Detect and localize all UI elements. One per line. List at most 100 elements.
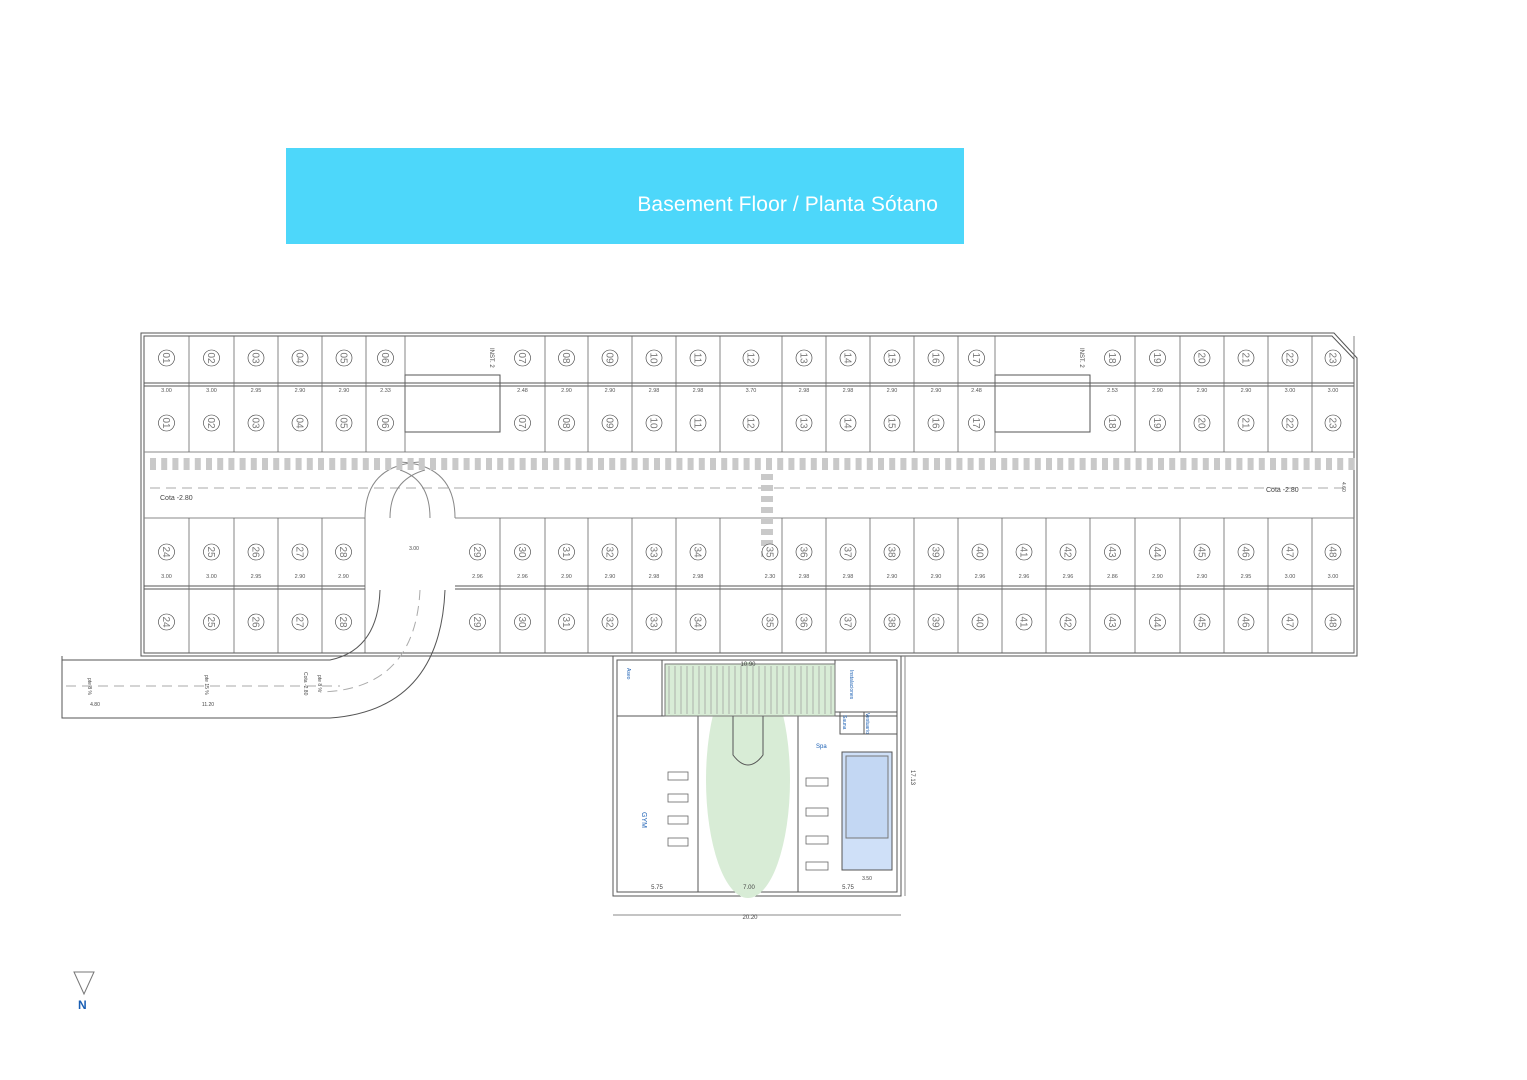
crossing-stripe xyxy=(761,485,773,491)
parking-south-27-label: 27 xyxy=(294,546,305,558)
storage-south-28-label: 28 xyxy=(337,616,348,628)
parking-south-46-label: 46 xyxy=(1240,546,1251,558)
parking-south-31: 31 xyxy=(558,543,575,561)
storage-south-34: 34 xyxy=(689,613,707,631)
hatch-stripe xyxy=(1314,458,1321,470)
hatch-stripe xyxy=(161,458,168,470)
storage-north-21-label: 21 xyxy=(1240,352,1251,364)
dimension-label: 2.86 xyxy=(1107,574,1118,580)
door-swing xyxy=(399,461,456,519)
parking-north-07-label: 07 xyxy=(516,417,527,429)
storage-north-06-label: 06 xyxy=(379,352,390,364)
hatch-stripe xyxy=(519,458,526,470)
storage-south-27-label: 27 xyxy=(294,616,305,628)
storage-south-48-label: 48 xyxy=(1327,616,1338,628)
hatch-stripe xyxy=(1326,458,1332,470)
hatch-stripe xyxy=(698,458,705,470)
hatch-stripe xyxy=(1057,458,1064,470)
parking-south-30-label: 30 xyxy=(516,546,527,558)
dim-pool: 3.50 xyxy=(862,876,872,882)
parking-north-12: 12 xyxy=(742,414,760,432)
gym-machine xyxy=(667,793,689,803)
dimension-label: 2.98 xyxy=(799,388,810,394)
storage-north-20: 20 xyxy=(1193,349,1211,367)
parking-south-40: 40 xyxy=(971,543,989,561)
title-banner: Basement Floor / Planta Sótano xyxy=(286,148,964,244)
parking-south-48-label: 48 xyxy=(1327,546,1338,558)
dimension-label: 2.90 xyxy=(1152,388,1163,394)
parking-south-29: 29 xyxy=(469,543,486,561)
hatch-stripe xyxy=(654,458,660,470)
storage-south-45: 45 xyxy=(1193,613,1211,631)
hatch-stripe xyxy=(172,458,179,470)
hatch-stripe xyxy=(441,458,448,470)
instalaciones-label: Instalaciones xyxy=(848,670,854,700)
storage-south-37-label: 37 xyxy=(842,616,853,628)
hatch-stripe xyxy=(362,458,369,470)
storage-south-43-label: 43 xyxy=(1106,616,1117,628)
hatch-stripe xyxy=(1281,458,1288,470)
hatch-stripe xyxy=(374,458,380,470)
dimension-label: 2.96 xyxy=(472,574,483,580)
storage-south-46: 46 xyxy=(1237,613,1255,631)
dimension-label: 2.95 xyxy=(251,574,262,580)
storage-south-44: 44 xyxy=(1149,613,1166,631)
storage-north-23-label: 23 xyxy=(1327,352,1338,364)
storage-south-33-label: 33 xyxy=(648,616,659,628)
driveway-hatch xyxy=(150,458,1355,470)
storage-north-16-label: 16 xyxy=(930,352,941,364)
hatch-stripe xyxy=(1270,458,1276,470)
storage-south-47-label: 47 xyxy=(1284,616,1295,628)
storage-south-30: 30 xyxy=(514,613,531,631)
sun-lounger xyxy=(805,861,829,871)
parking-north-23-label: 23 xyxy=(1327,417,1338,429)
dimension-label: 2.30 xyxy=(765,574,776,580)
hatch-stripe xyxy=(1046,458,1052,470)
north-label: N xyxy=(78,998,87,1012)
dimension-label: 2.95 xyxy=(1241,574,1252,580)
hatch-stripe xyxy=(553,458,560,470)
hatch-stripe xyxy=(676,458,683,470)
parking-north-21: 21 xyxy=(1237,414,1255,432)
dimension-label: 3.70 xyxy=(746,388,757,394)
dimension-label: 3.00 xyxy=(161,388,172,394)
parking-north-11-label: 11 xyxy=(692,418,703,429)
cota-west-label: Cota -2.80 xyxy=(160,495,193,502)
hatch-stripe xyxy=(822,458,828,470)
hatch-stripe xyxy=(508,458,515,470)
crossing-stripe xyxy=(761,518,773,524)
dimension-label: 2.98 xyxy=(843,574,854,580)
parking-north-19-label: 19 xyxy=(1151,417,1162,429)
parking-south-24: 24 xyxy=(158,543,175,561)
ramp-axis xyxy=(319,589,421,693)
dimension-label: 2.48 xyxy=(971,388,982,394)
storage-north-04: 04 xyxy=(291,349,309,367)
storage-south-39: 39 xyxy=(927,613,945,631)
storage-south-38-label: 38 xyxy=(886,616,897,628)
storage-north-14: 14 xyxy=(839,349,857,367)
hatch-stripe xyxy=(239,458,246,470)
parking-south-27: 27 xyxy=(291,543,309,561)
dimension-label: 3.00 xyxy=(206,388,217,394)
dim-ramp-start: 4.80 xyxy=(90,702,100,708)
parking-north-10-label: 10 xyxy=(648,417,659,429)
parking-south-37-label: 37 xyxy=(842,546,853,558)
hatch-stripe xyxy=(1169,458,1176,470)
hatch-stripe xyxy=(194,458,201,470)
parking-north-22-label: 22 xyxy=(1284,417,1295,429)
ramp-slope-2: pte 15 % xyxy=(203,675,209,695)
storage-south-36: 36 xyxy=(795,613,813,631)
storage-north-07: 07 xyxy=(514,349,531,367)
hatch-stripe xyxy=(1012,458,1019,470)
storage-south-32: 32 xyxy=(601,613,619,631)
dimension-label: 3.00 xyxy=(1328,388,1339,394)
storage-south-25-label: 25 xyxy=(205,616,216,628)
parking-south-36-label: 36 xyxy=(798,546,809,558)
parking-south-48: 48 xyxy=(1324,543,1342,561)
dimension-label: 2.98 xyxy=(693,388,704,394)
parking-north-13-label: 13 xyxy=(798,417,809,429)
parking-north-18-label: 18 xyxy=(1106,417,1117,429)
dimension-label: 2.98 xyxy=(843,388,854,394)
